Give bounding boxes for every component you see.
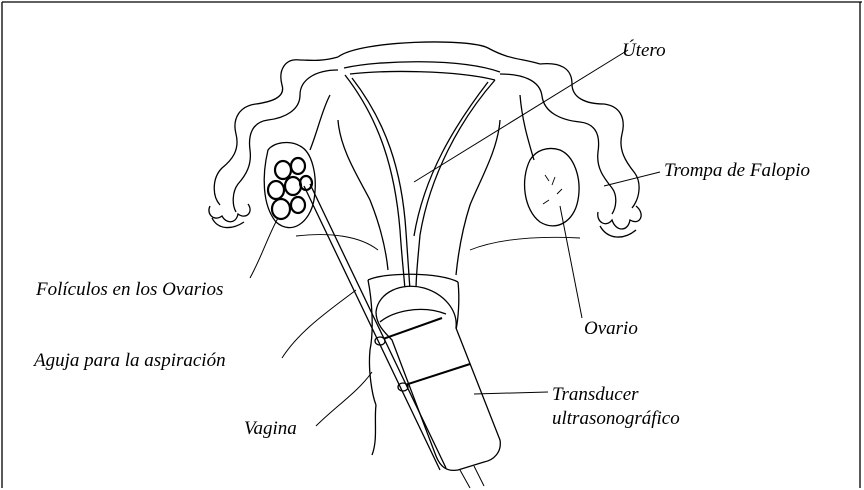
leader-aguja bbox=[282, 290, 356, 358]
label-aguja: Aguja para la aspiración bbox=[34, 350, 226, 372]
leader-utero bbox=[414, 50, 628, 182]
ultrasound-transducer bbox=[375, 286, 500, 488]
leader-ovario bbox=[560, 206, 582, 318]
right-ovary bbox=[520, 95, 579, 226]
right-fallopian-tube bbox=[500, 64, 641, 237]
label-ovario: Ovario bbox=[584, 318, 638, 340]
leader-vagina bbox=[316, 372, 372, 426]
leader-foliculos bbox=[250, 218, 278, 278]
label-vagina: Vagina bbox=[244, 418, 297, 440]
label-transducer-line2: ultrasonográfico bbox=[552, 407, 680, 431]
label-transducer-line1: Transducer bbox=[552, 383, 680, 407]
label-transducer: Transducer ultrasonográfico bbox=[552, 383, 680, 431]
label-foliculos: Folículos en los Ovarios bbox=[36, 279, 223, 301]
label-utero: Útero bbox=[622, 40, 666, 62]
leader-transducer bbox=[474, 392, 548, 394]
left-ovary bbox=[264, 95, 330, 228]
label-trompa-de-falopio: Trompa de Falopio bbox=[664, 160, 810, 182]
leader-trompa bbox=[604, 172, 660, 186]
